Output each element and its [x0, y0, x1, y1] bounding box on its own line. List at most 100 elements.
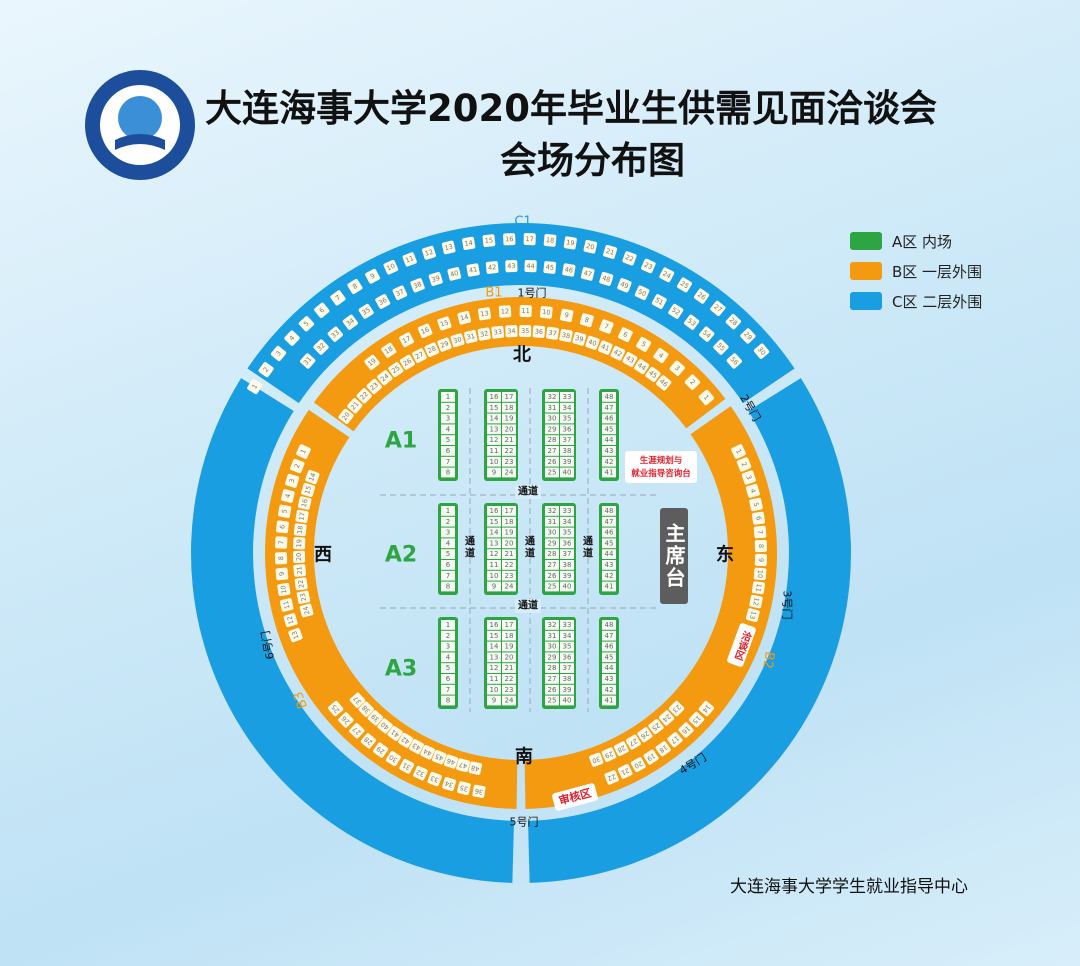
- aisle-label: 通道: [518, 485, 538, 498]
- booth-number: 27: [548, 561, 557, 569]
- stall-b2: 16: [678, 722, 694, 738]
- stall-number: 4: [748, 488, 757, 494]
- stall-b3: 35: [457, 781, 471, 796]
- stall-b3: 13: [288, 627, 303, 643]
- booth-box: [602, 695, 616, 706]
- stall-box: [754, 539, 768, 553]
- booth-box: [602, 663, 616, 673]
- stall-number: 34: [444, 779, 454, 789]
- booth-box: [502, 695, 516, 706]
- booth-box: [502, 446, 516, 456]
- stall-b1: 33: [491, 325, 505, 339]
- stall-box: [283, 613, 298, 628]
- stall-number: 47: [458, 760, 468, 770]
- booth-number: 22: [505, 561, 514, 569]
- booth-box: [441, 402, 455, 413]
- aisle-label: 通道: [518, 599, 538, 612]
- stall-number: 46: [658, 377, 669, 388]
- stall-b1: 27: [412, 348, 427, 363]
- booth-number: 21: [505, 436, 514, 444]
- stall-number: 22: [624, 253, 635, 263]
- stall-b2: 6: [751, 511, 766, 525]
- stall-b1: 41: [598, 340, 613, 355]
- stall-b2: 22: [604, 770, 619, 785]
- stall-number: 40: [379, 720, 390, 731]
- stall-number: 41: [468, 265, 477, 274]
- booth-box: [560, 516, 574, 527]
- booth-number: 41: [605, 583, 614, 591]
- booth-box: [502, 413, 516, 424]
- stall-box: [398, 732, 414, 748]
- stall-number: 34: [345, 317, 356, 328]
- stall-b3: 19: [293, 537, 306, 550]
- stall-box: [688, 711, 705, 728]
- stall-c1: 40: [447, 267, 462, 281]
- stall-box: [698, 389, 715, 406]
- stall-box: [441, 240, 456, 255]
- stall-number: 43: [507, 262, 516, 270]
- stall-c1: 30: [753, 343, 770, 359]
- booth-number: 13: [490, 653, 499, 661]
- stall-box: [364, 354, 380, 370]
- stall-number: 47: [583, 269, 593, 279]
- booth-box: [441, 446, 455, 456]
- stall-b3: 40: [377, 718, 393, 734]
- stall-b3: 48: [468, 761, 483, 775]
- booth-box: [441, 467, 455, 478]
- consult-desk-label: 生涯规划与: [640, 455, 683, 466]
- stall-box: [442, 777, 457, 792]
- stall-box: [580, 267, 595, 281]
- stall-box: [295, 509, 309, 523]
- booth-number: 47: [605, 518, 614, 526]
- booth-number: 38: [563, 561, 572, 569]
- stall-box: [622, 352, 638, 368]
- stall-b2: 26: [637, 727, 653, 743]
- stall-b2: 29: [601, 747, 617, 762]
- stall-number: 31: [302, 355, 313, 367]
- page-subtitle: 会场分布图: [500, 139, 685, 182]
- booth-box: [560, 446, 574, 456]
- stall-number: 50: [637, 287, 648, 298]
- stall-c1: 33: [327, 326, 343, 342]
- booth-box: [487, 641, 501, 652]
- stall-number: 4: [288, 334, 297, 342]
- booth-number: 28: [548, 550, 557, 558]
- stall-b3: 4: [281, 489, 295, 503]
- direction-south: 南: [515, 746, 533, 768]
- booth-number: 7: [446, 686, 450, 694]
- stall-number: 2: [740, 461, 749, 468]
- booth-box: [560, 581, 574, 592]
- stall-box: [279, 598, 294, 612]
- booth-number: 45: [605, 539, 614, 547]
- stall-box: [375, 294, 391, 309]
- booth-number: 35: [563, 529, 572, 537]
- booth-box: [602, 467, 616, 478]
- stall-c1: 9: [365, 268, 381, 284]
- stall-box: [293, 537, 306, 550]
- stall-b3: 14: [305, 469, 320, 485]
- stall-box: [392, 285, 408, 301]
- booth-number: 46: [605, 529, 614, 537]
- booth-number: 3: [446, 415, 450, 423]
- stall-b1: 23: [366, 378, 382, 395]
- stall-b3: 24: [299, 603, 314, 618]
- stall-b1: 25: [388, 362, 404, 378]
- stall-number: 54: [701, 328, 712, 339]
- booth-number: 44: [605, 550, 614, 558]
- stall-number: 5: [640, 340, 648, 349]
- stall-box: [622, 251, 637, 266]
- stall-box: [296, 444, 311, 459]
- stall-c1: 46: [562, 263, 576, 277]
- stall-box: [330, 290, 346, 306]
- stall-box: [424, 342, 440, 357]
- booth-number: 6: [446, 675, 451, 683]
- booth-number: 14: [490, 643, 499, 651]
- stall-number: 8: [757, 544, 765, 548]
- stall-box: [749, 594, 763, 609]
- stall-number: 24: [661, 269, 672, 280]
- booth-number: 39: [563, 458, 572, 466]
- booth-number: 36: [563, 425, 572, 433]
- stall-number: 21: [295, 566, 304, 575]
- stall-box: [659, 267, 675, 283]
- stall-b1: 31: [463, 329, 478, 344]
